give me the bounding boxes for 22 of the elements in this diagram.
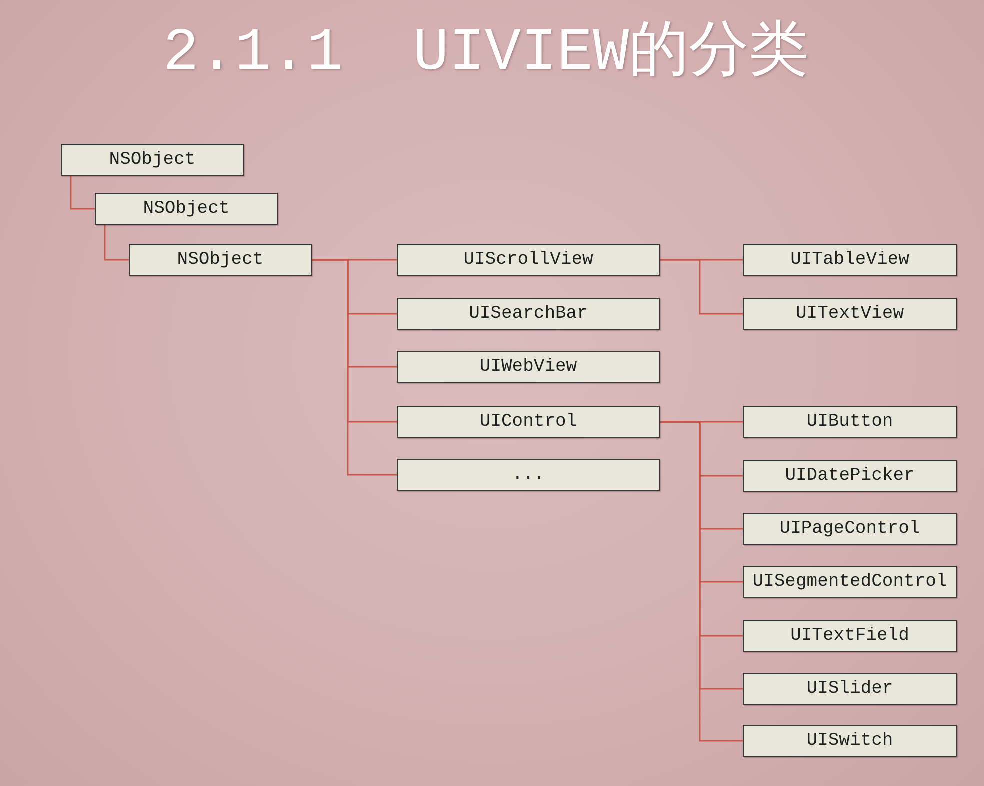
- class-box: UISwitch: [743, 725, 957, 757]
- class-box: UIDatePicker: [743, 460, 957, 492]
- connector-line: [70, 176, 95, 210]
- connector-line: [312, 259, 397, 476]
- class-box: UIScrollView: [397, 244, 660, 276]
- class-box: UIControl: [397, 406, 660, 438]
- class-box: UITextField: [743, 620, 957, 652]
- class-box: UITableView: [743, 244, 957, 276]
- class-box: UITextView: [743, 298, 957, 330]
- class-box: NSObject: [61, 144, 244, 176]
- class-box: UIButton: [743, 406, 957, 438]
- class-box: ...: [397, 459, 660, 491]
- class-box: NSObject: [129, 244, 312, 276]
- class-box: UISegmentedControl: [743, 566, 957, 598]
- title: 2.1.1 UIVIEW的分类: [163, 22, 810, 86]
- class-box: UISlider: [743, 673, 957, 705]
- class-box: UIPageControl: [743, 513, 957, 545]
- connector-line: [660, 259, 743, 315]
- class-box: NSObject: [95, 193, 278, 225]
- class-box: UISearchBar: [397, 298, 660, 330]
- connector-line: [104, 225, 129, 261]
- class-box: UIWebView: [397, 351, 660, 383]
